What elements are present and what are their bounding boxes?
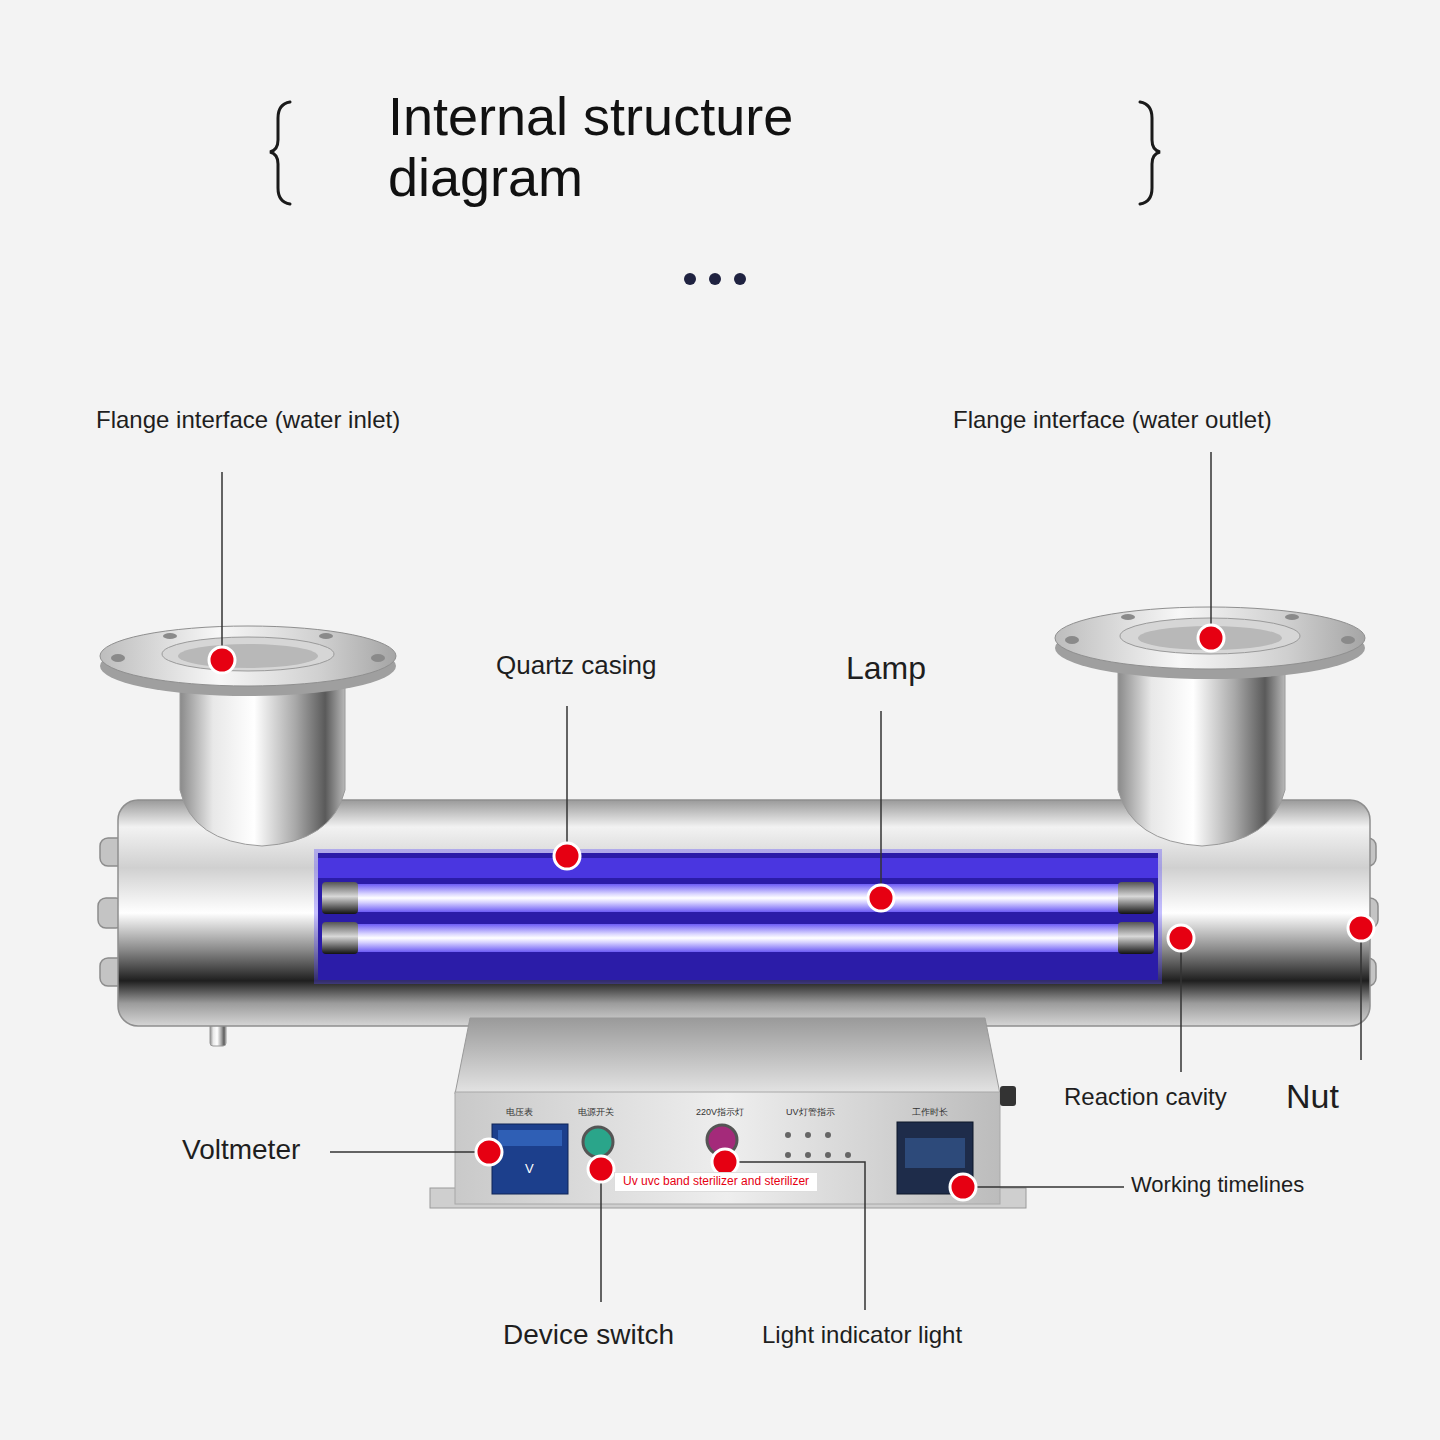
callout-dot: [588, 1156, 614, 1182]
outlet-flange: [1055, 607, 1365, 846]
leader-lines: [222, 452, 1361, 1310]
diagram-title: Internal structure diagram: [388, 86, 948, 208]
leader-line: [1180, 938, 1182, 1072]
bolt-hole: [1285, 614, 1299, 620]
flange-bore: [162, 637, 334, 671]
switch-button: [583, 1127, 613, 1157]
meter-unit: V: [525, 1162, 534, 1177]
leader-line: [600, 1169, 602, 1302]
heading-dots: [684, 273, 746, 285]
panel-label: 电源开关: [578, 1107, 614, 1117]
status-dot: [845, 1152, 851, 1158]
bolt-hole: [371, 654, 385, 662]
leader-line: [880, 711, 882, 898]
status-dot: [825, 1152, 831, 1158]
control-housing: [455, 1092, 1000, 1204]
panel-label: 220V指示灯: [696, 1107, 744, 1117]
leader-line: [221, 472, 223, 660]
status-dot: [805, 1132, 811, 1138]
overlay-note: Uv uvc band sterilizer and sterilizer: [614, 1172, 818, 1192]
part-label: Device switch: [503, 1319, 674, 1351]
leader-line: [1210, 452, 1212, 638]
part-label: Reaction cavity: [1064, 1083, 1227, 1111]
panel-label: 电压表: [506, 1107, 533, 1117]
window-glow: [314, 849, 1162, 984]
bolt-hole: [1065, 636, 1079, 644]
quartz-sleeve: [318, 858, 1158, 878]
part-label: Nut: [1286, 1077, 1339, 1116]
bolt-hole: [111, 654, 125, 662]
uv-lamp: [330, 924, 1146, 952]
lamp-window: [314, 849, 1162, 984]
callout-dot: [950, 1174, 976, 1200]
part-label: Voltmeter: [182, 1134, 300, 1166]
callout-dot: [476, 1139, 502, 1165]
flange-face: [100, 626, 396, 686]
flange-face: [1055, 607, 1365, 669]
status-dot: [805, 1152, 811, 1158]
left-brace: [270, 102, 290, 204]
stand: [455, 1018, 1000, 1094]
lamp-cap: [1118, 922, 1154, 954]
dot: [709, 273, 721, 285]
bolt-hole: [1341, 636, 1355, 644]
part-label: Working timelines: [1131, 1172, 1304, 1197]
bolt-hole: [319, 633, 333, 639]
callout-dot: [1168, 925, 1194, 951]
dot: [734, 273, 746, 285]
status-dot: [785, 1132, 791, 1138]
part-label: Quartz casing: [496, 651, 656, 681]
hour-meter-display: [905, 1138, 965, 1168]
leader-line: [963, 1186, 1124, 1188]
panel-label: UV灯管指示: [786, 1107, 835, 1117]
right-brace: [1140, 102, 1160, 204]
part-label: Light indicator light: [762, 1321, 962, 1349]
bolt-hole: [163, 633, 177, 639]
uv-lamp: [330, 884, 1146, 912]
status-dot: [825, 1132, 831, 1138]
leader-line: [566, 706, 568, 856]
control-box: [430, 1018, 1026, 1208]
cable-gland: [1000, 1086, 1016, 1106]
callout-dot: [209, 647, 235, 673]
lamp-cap: [322, 922, 358, 954]
callout-dot: [1198, 625, 1224, 651]
lamp-cap: [322, 882, 358, 914]
flange-bore: [1120, 618, 1300, 654]
lamp-cap: [1118, 882, 1154, 914]
status-dot: [785, 1152, 791, 1158]
part-label: Flange interface (water outlet): [953, 406, 1272, 434]
leader-line: [1360, 928, 1362, 1060]
inlet-flange: [100, 626, 396, 846]
part-label: Lamp: [846, 650, 926, 687]
callout-dot: [868, 885, 894, 911]
voltmeter-face: [492, 1124, 568, 1194]
panel-label: 工作时长: [912, 1107, 948, 1117]
callout-dots: [209, 625, 1374, 1200]
flange-bore-inner: [1138, 626, 1282, 650]
bolt-hole: [1121, 614, 1135, 620]
callout-dot: [1348, 915, 1374, 941]
callout-dot: [554, 843, 580, 869]
voltmeter-display: [498, 1130, 562, 1146]
dot: [684, 273, 696, 285]
flange-bore-inner: [178, 644, 318, 668]
lamp-status-dots: [785, 1132, 851, 1158]
reaction-window: [318, 853, 1158, 980]
part-label: Flange interface (water inlet): [96, 406, 400, 434]
leader-line: [330, 1151, 489, 1153]
